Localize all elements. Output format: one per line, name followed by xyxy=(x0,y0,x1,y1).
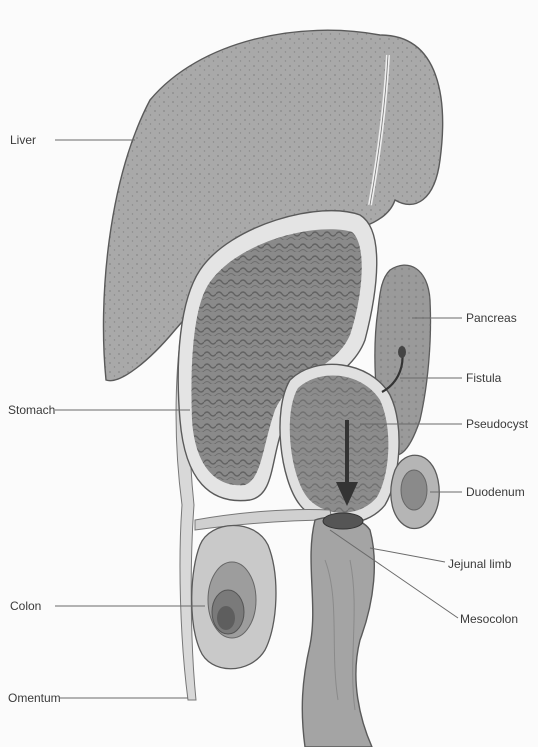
label-omentum: Omentum xyxy=(8,691,61,705)
label-pancreas: Pancreas xyxy=(466,311,517,325)
label-liver: Liver xyxy=(10,133,36,147)
label-jejunal-limb: Jejunal limb xyxy=(448,557,511,571)
label-fistula: Fistula xyxy=(466,371,501,385)
label-mesocolon: Mesocolon xyxy=(460,612,518,626)
label-duodenum: Duodenum xyxy=(466,485,525,499)
label-stomach: Stomach xyxy=(8,403,55,417)
jejunal-limb-shape xyxy=(302,517,374,747)
label-colon: Colon xyxy=(10,599,41,613)
mesocolon-band xyxy=(195,509,332,530)
leader-jejunal-limb xyxy=(370,548,445,562)
label-pseudocyst: Pseudocyst xyxy=(466,417,528,431)
anastomosis-opening xyxy=(323,513,363,529)
